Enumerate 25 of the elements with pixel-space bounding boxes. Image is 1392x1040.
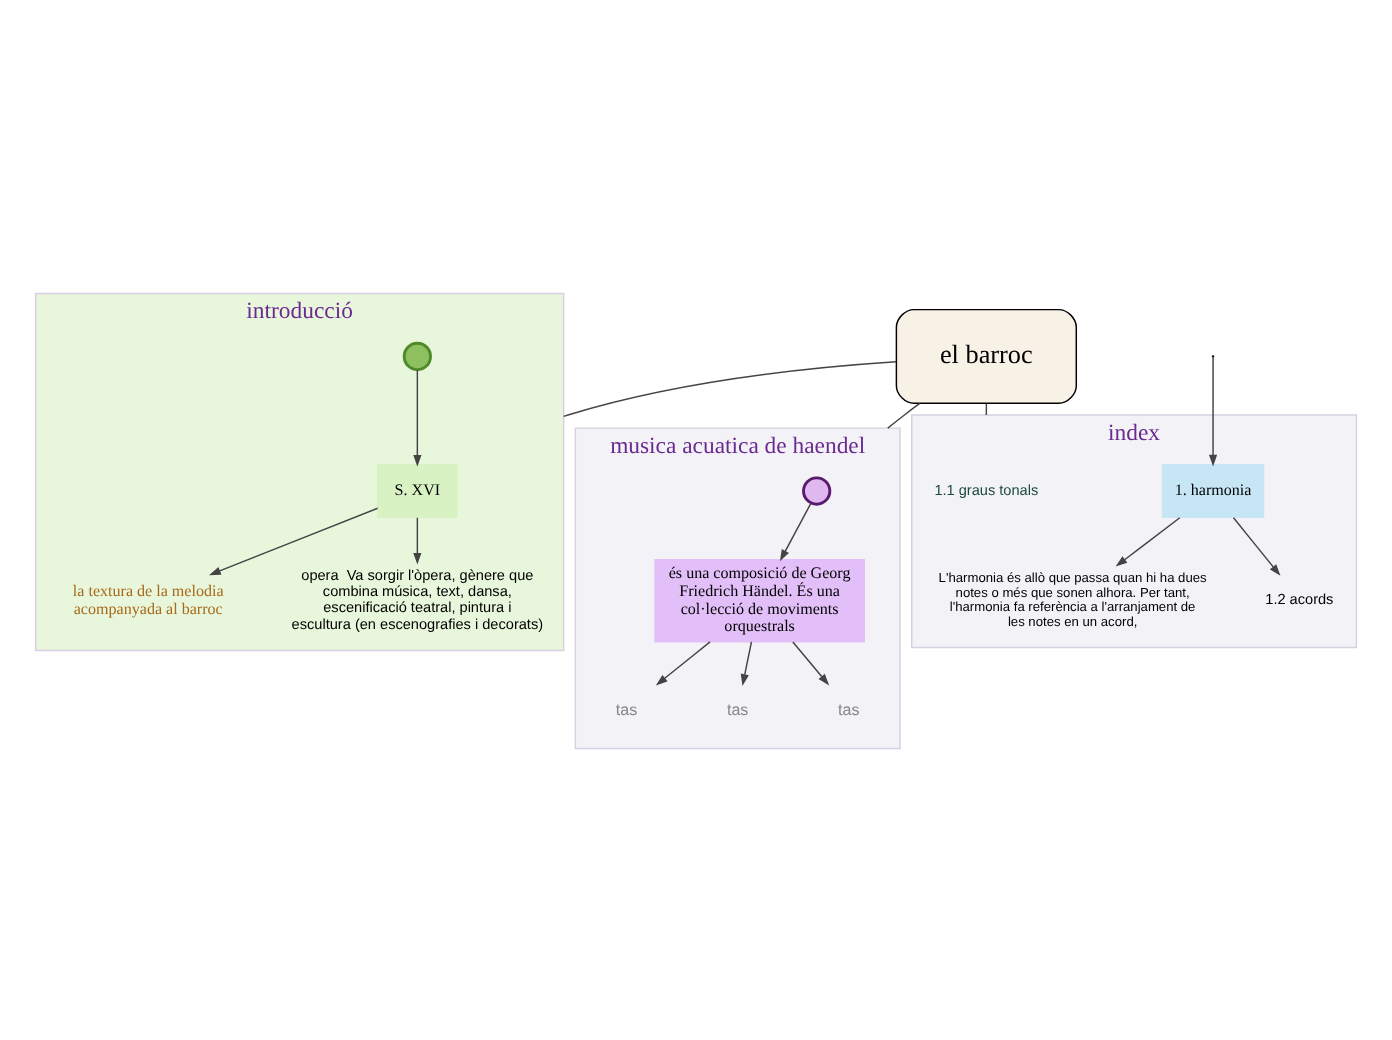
arrow [1208,356,1218,466]
arrow [740,640,753,685]
connector [887,401,921,428]
node-box: el barroc [895,307,1078,403]
arrow [413,368,422,466]
arrow [792,640,830,685]
node-circle [402,340,432,371]
node-box: 1. harmonia [1161,462,1265,518]
arrow [779,501,812,561]
node-text: 1.2 acords [1265,589,1334,608]
node-text: tas [838,699,860,718]
arrow [209,506,379,575]
node-text: tas [615,699,638,718]
node-box: S. XVI [377,462,458,518]
node-text: 1.1 graus tonals [934,479,1039,498]
node-text: tas [726,699,749,718]
node-text: opera Va sorgir l'òpera, gènere que combina música, text, dansa, escenificació teatral, pintura i escultura (en escenografies i decorats) [291,565,544,632]
arrow [1232,516,1281,575]
arrow [413,516,422,564]
arrow [1115,516,1181,566]
node-text: la textura de la melodia acompanyada al barroc [72,581,224,617]
connector [562,360,897,417]
node-circle [802,475,832,505]
arrow [655,640,711,685]
node-box: és una composició de Georg Friedrich Händel. És una col·lecció de moviments orquestrals [654,558,865,642]
